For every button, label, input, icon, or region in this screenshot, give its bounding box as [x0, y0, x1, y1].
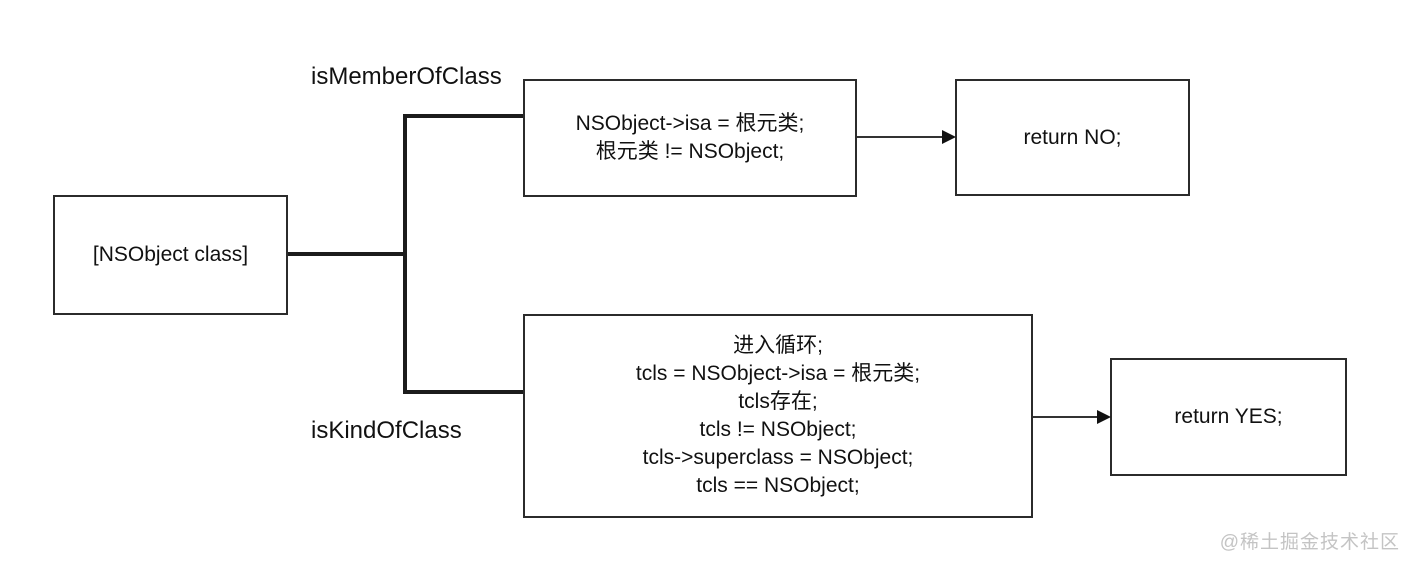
condition-line: tcls == NSObject; [696, 474, 860, 497]
node-condition-iskindofclass: 进入循环; tcls = NSObject->isa = 根元类; tcls存在… [523, 314, 1033, 518]
node-return-no-label: return NO; [1023, 125, 1122, 149]
condition-line: NSObject->isa = 根元类; [575, 112, 805, 135]
node-return-yes: return YES; [1110, 358, 1347, 476]
arrow-to-return-no-line [857, 136, 944, 138]
branch-label-iskindofclass: isKindOfClass [311, 417, 462, 444]
condition-line: tcls != NSObject; [699, 418, 857, 441]
condition-line: tcls = NSObject->isa = 根元类; [635, 362, 921, 385]
node-return-yes-label: return YES; [1174, 405, 1283, 428]
arrow-to-return-yes-head-icon [1097, 410, 1111, 424]
node-nsobject-class-label: [NSObject class] [92, 243, 249, 266]
node-return-no: return NO; [955, 79, 1190, 196]
connector-root-horizontal-line [288, 252, 405, 256]
node-condition-ismemberofclass: NSObject->isa = 根元类; 根元类 != NSObject; [523, 79, 857, 197]
branch-label-ismemberofclass: isMemberOfClass [311, 63, 502, 90]
connector-top-branch-line [405, 114, 523, 118]
condition-line: 根元类 != NSObject; [595, 140, 785, 163]
connector-bottom-branch-line [405, 390, 523, 394]
condition-line: tcls->superclass = NSObject; [642, 446, 914, 469]
watermark: @稀土掘金技术社区 [1219, 532, 1400, 553]
node-nsobject-class: [NSObject class] [53, 195, 288, 315]
condition-line: 进入循环; [733, 334, 823, 357]
condition-line: tcls存在; [738, 390, 818, 413]
connector-branch-vertical-line [403, 114, 407, 394]
arrow-to-return-no-head-icon [942, 130, 956, 144]
arrow-to-return-yes-line [1033, 416, 1099, 418]
